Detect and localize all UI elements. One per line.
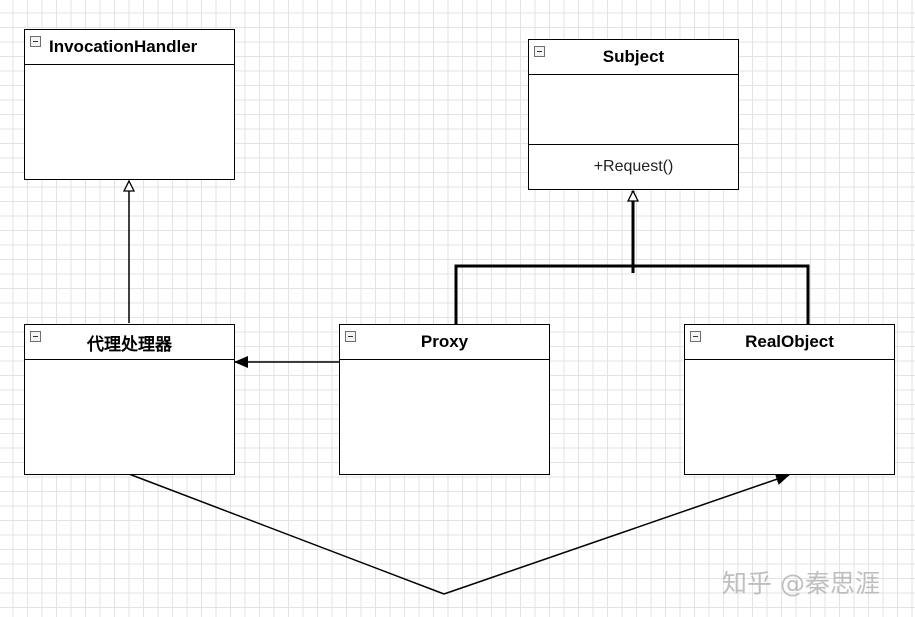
watermark: 知乎 @秦思涯	[722, 569, 880, 598]
class-body	[685, 360, 894, 473]
class-name: Proxy	[420, 332, 469, 351]
class-name: 代理处理器	[87, 334, 172, 354]
collapse-icon[interactable]	[345, 331, 356, 342]
class-subject[interactable]: Subject +Request()	[528, 39, 739, 190]
class-header[interactable]: 代理处理器	[25, 325, 234, 360]
class-real-object[interactable]: RealObject	[684, 324, 895, 475]
class-proxy-handler[interactable]: 代理处理器	[24, 324, 235, 475]
class-name: Subject	[602, 47, 665, 66]
class-header[interactable]: InvocationHandler	[25, 30, 234, 65]
class-proxy[interactable]: Proxy	[339, 324, 550, 475]
class-name: RealObject	[745, 332, 834, 351]
method-request[interactable]: +Request()	[593, 157, 674, 175]
realization-path-realobject	[633, 264, 810, 324]
collapse-icon[interactable]	[690, 331, 701, 342]
dispatch-arrow-up	[443, 473, 790, 595]
class-body	[25, 360, 234, 473]
class-header[interactable]: Subject	[529, 40, 738, 75]
realization-path-proxy	[454, 264, 633, 324]
class-body	[25, 65, 234, 178]
collapse-icon[interactable]	[534, 46, 545, 57]
class-name: InvocationHandler	[49, 37, 198, 56]
collapse-icon[interactable]	[30, 36, 41, 47]
class-header[interactable]: RealObject	[685, 325, 894, 360]
class-body	[340, 360, 549, 473]
collapse-icon[interactable]	[30, 331, 41, 342]
class-header[interactable]: Proxy	[340, 325, 549, 360]
dispatch-line-down	[128, 473, 445, 595]
class-invocation-handler[interactable]: InvocationHandler	[24, 29, 235, 180]
class-attributes	[529, 75, 738, 144]
class-methods: +Request()	[529, 144, 738, 188]
